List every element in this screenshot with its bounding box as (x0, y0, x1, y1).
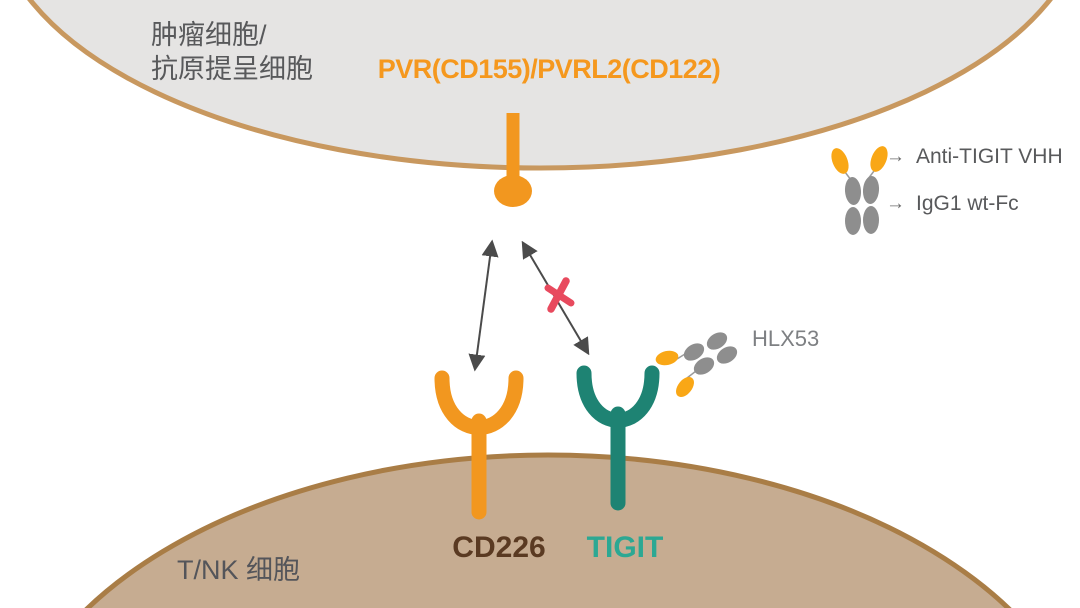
tnk-cell-shape (84, 452, 1012, 608)
legend-fc-domain (863, 206, 879, 234)
pvr-cd226-arrow (468, 239, 499, 372)
legend-arrow-icon: → (886, 146, 905, 167)
legend-fc-domain (845, 207, 861, 235)
cd226-receptor-shape (434, 370, 524, 520)
legend-fc-domain (844, 177, 862, 205)
legend-antibody-shape (831, 146, 888, 235)
legend-item-label: Anti-TIGIT VHH (916, 145, 1063, 168)
legend-item-igg1-wt-fc: → IgG1 wt-Fc (886, 192, 1019, 216)
hlx53-fc-domain (716, 346, 738, 364)
tigit-receptor-label: TIGIT (586, 531, 664, 564)
hlx53-fc-domain (693, 357, 715, 375)
block-x-icon (544, 277, 575, 313)
tumor-cell-label-line2: 抗原提呈细胞 (151, 54, 313, 84)
tigit-receptor-shape (576, 365, 660, 511)
legend-fc-domain (862, 176, 880, 204)
cd226-receptor-label: CD226 (452, 531, 546, 564)
legend-arrow-icon: → (886, 193, 905, 214)
hlx53-antibody-shape (655, 332, 738, 398)
hlx53-fc-domain (706, 332, 728, 350)
tnk-cell-label: T/NK 细胞 (177, 555, 301, 585)
hlx53-fc-domain (683, 343, 705, 361)
tumor-cell-shape (27, 0, 1053, 171)
tumor-cell-label-line1: 肿瘤细胞/ (151, 20, 267, 50)
tumor-cell-label: 肿瘤细胞/ 抗原提呈细胞 (151, 18, 313, 86)
hlx53-vhh-domain (655, 350, 679, 366)
legend-vhh-domain (831, 148, 849, 174)
legend-vhh-domain (870, 146, 888, 172)
legend-item-label: IgG1 wt-Fc (916, 192, 1019, 215)
pvr-ligand-label: PVR(CD155)/PVRL2(CD122) (377, 54, 721, 84)
pvr-head (494, 175, 532, 207)
hlx53-antibody-label: HLX53 (752, 326, 820, 351)
legend-item-anti-tigit-vhh: → Anti-TIGIT VHH (886, 145, 1063, 169)
hlx53-vhh-domain (676, 376, 694, 398)
pvr-ligand-shape (494, 113, 532, 207)
